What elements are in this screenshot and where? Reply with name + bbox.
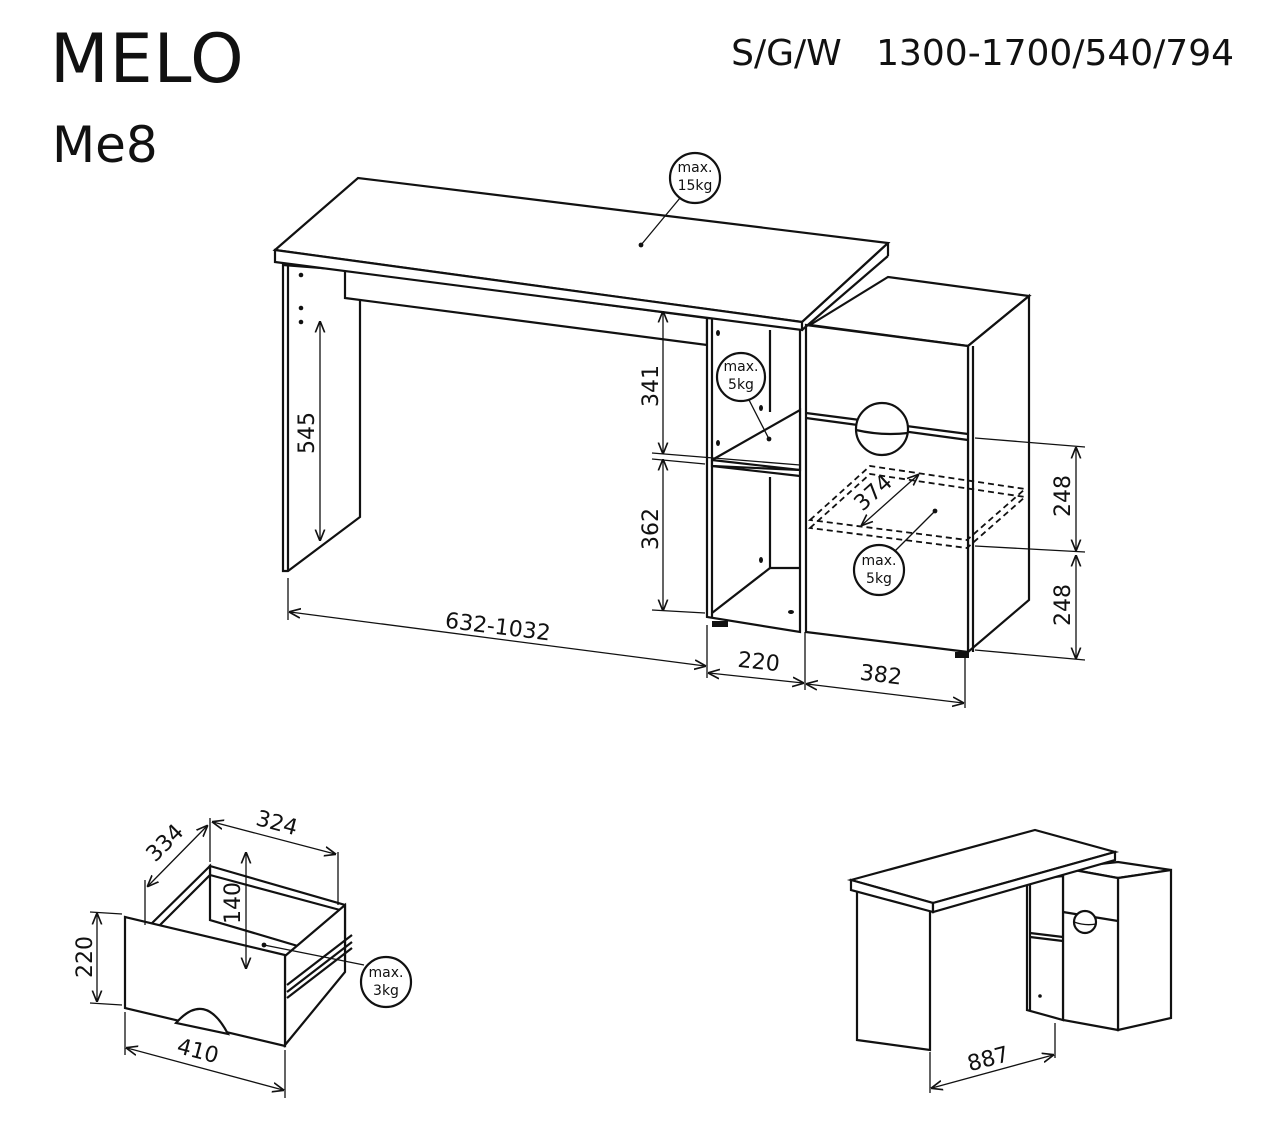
- svg-text:334: 334: [142, 820, 189, 867]
- svg-text:324: 324: [253, 806, 300, 841]
- svg-text:max.: max.: [369, 965, 404, 981]
- drawer-detail-view: max. 3kg 334 324 140 220 410: [73, 806, 413, 1098]
- svg-text:545: 545: [295, 412, 320, 454]
- drawer-load-callout-small: max. 3kg: [261, 942, 413, 1009]
- drawer-handle-icon: [173, 1007, 231, 1036]
- svg-text:max.: max.: [724, 359, 759, 375]
- desk-main-view: max. 15kg max. 5kg max. 5kg 545: [272, 151, 1086, 708]
- svg-text:382: 382: [858, 661, 903, 691]
- drawer-insert-dashed: [807, 465, 1028, 549]
- dimensions-label: S/G/W 1300-1700/540/794: [731, 33, 1234, 74]
- svg-text:15kg: 15kg: [678, 178, 713, 194]
- shelf-load-callout: max. 5kg: [715, 351, 772, 442]
- dimension-shelf-heights: 341 362: [639, 312, 801, 614]
- svg-text:248: 248: [1051, 584, 1076, 626]
- dimension-drawer-heights: 248 248: [974, 437, 1086, 661]
- desk-load-callout: max. 15kg: [638, 151, 722, 248]
- dimension-leg-height: 545: [295, 322, 320, 540]
- svg-text:220: 220: [736, 648, 780, 677]
- svg-text:632-1032: 632-1032: [444, 609, 552, 647]
- drawer-load-callout: max. 5kg: [852, 508, 938, 597]
- cabinet-side: [966, 293, 1031, 655]
- svg-text:140: 140: [221, 882, 246, 924]
- svg-text:341: 341: [639, 365, 664, 407]
- svg-text:362: 362: [639, 508, 664, 550]
- svg-text:248: 248: [1051, 475, 1076, 517]
- svg-text:5kg: 5kg: [728, 377, 754, 393]
- drawer-handle-icon: [854, 401, 910, 457]
- svg-text:5kg: 5kg: [866, 571, 892, 587]
- svg-text:max.: max.: [678, 160, 713, 176]
- product-title: MELO: [50, 20, 245, 99]
- svg-text:410: 410: [174, 1034, 221, 1069]
- model-code: Me8: [52, 116, 158, 174]
- corner-config-view: 887: [846, 828, 1173, 1093]
- svg-text:887: 887: [965, 1042, 1012, 1077]
- svg-text:220: 220: [73, 936, 98, 978]
- svg-text:3kg: 3kg: [373, 983, 399, 999]
- svg-text:max.: max.: [862, 553, 897, 569]
- handle-icon: [1072, 909, 1098, 935]
